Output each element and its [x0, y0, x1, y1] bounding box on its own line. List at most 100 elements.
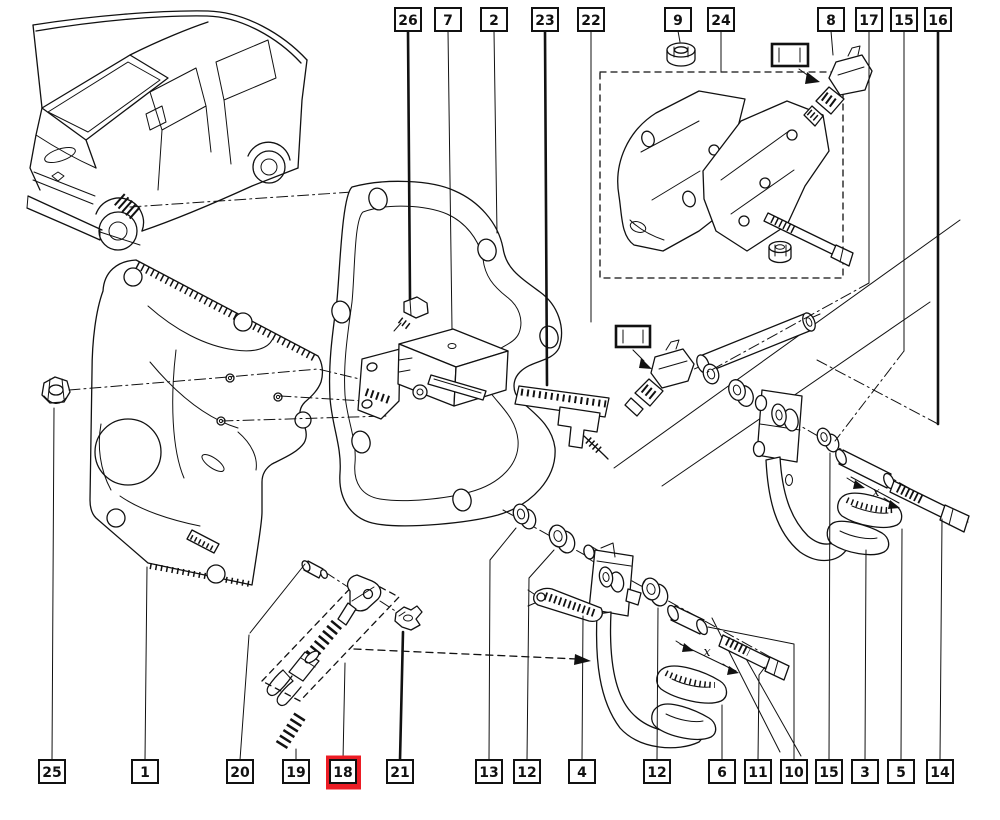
part-26-switch-sensor — [393, 296, 429, 332]
part-6-pedal-pads — [651, 665, 728, 741]
fitting-direction-annotation: x — [675, 640, 739, 675]
callout-top-22[interactable]: 22 — [577, 7, 605, 32]
callout-top-26[interactable]: 26 — [394, 7, 422, 32]
part-15-bushing — [816, 427, 840, 453]
part-25-flange-nut — [41, 376, 71, 404]
callout-label: 18 — [333, 765, 352, 781]
part-clutch-pedal-arm — [752, 389, 851, 562]
callout-label: 3 — [860, 765, 870, 781]
part-10-spacer — [667, 604, 708, 636]
clip-symbol-22 — [614, 324, 652, 349]
part-14-pivot-bolt — [889, 480, 970, 533]
callout-label: 26 — [398, 13, 417, 29]
x-marker: x — [872, 485, 880, 500]
part-3-pedal-pad — [826, 520, 890, 556]
part-1-bulkhead-plate — [89, 259, 324, 587]
callout-label: 21 — [390, 765, 409, 781]
callout-top-9[interactable]: 9 — [664, 7, 692, 32]
callout-label: 9 — [673, 13, 683, 29]
callout-label: 17 — [859, 13, 878, 29]
callout-label: 5 — [896, 765, 906, 781]
arrow-icon — [639, 358, 652, 369]
callout-bottom-13[interactable]: 13 — [475, 759, 503, 784]
callout-bottom-6[interactable]: 6 — [708, 759, 736, 784]
install-direction-leader — [353, 648, 578, 660]
callout-label: 6 — [717, 765, 727, 781]
callout-top-7[interactable]: 7 — [434, 7, 462, 32]
callout-bottom-5[interactable]: 5 — [887, 759, 915, 784]
part-17-washers — [702, 363, 754, 407]
callout-bottom-11[interactable]: 11 — [744, 759, 772, 784]
brake-pedal-assembly: x — [502, 503, 793, 749]
callout-label: 12 — [647, 765, 666, 781]
part-19-spring — [275, 712, 306, 750]
fitting-direction-annotation: x — [846, 476, 900, 509]
clutch-pedal-assembly: x — [691, 312, 970, 562]
part-4-brake-pedal — [527, 542, 704, 749]
callout-label: 11 — [748, 765, 767, 781]
arrow-icon — [682, 643, 694, 652]
callout-label: 4 — [577, 765, 587, 781]
part-9-flange-nut — [666, 42, 696, 67]
part-13-washer — [512, 503, 537, 530]
callout-bottom-1[interactable]: 1 — [131, 759, 159, 784]
part-18-pushrod — [266, 574, 382, 707]
callout-top-8[interactable]: 8 — [817, 7, 845, 32]
callout-bottom-14[interactable]: 14 — [926, 759, 954, 784]
pushrod-kit-assembly — [249, 560, 591, 750]
part-11-pivot-bolt — [718, 634, 790, 681]
callout-top-23[interactable]: 23 — [531, 7, 559, 32]
callout-top-2[interactable]: 2 — [480, 7, 508, 32]
callout-label: 7 — [443, 13, 453, 29]
callout-top-24[interactable]: 24 — [707, 7, 735, 32]
part-spacer-sleeve — [835, 448, 895, 490]
callout-bottom-12b[interactable]: 12 — [643, 759, 671, 784]
part-23-stop-bracket — [514, 385, 610, 460]
callout-top-15[interactable]: 15 — [890, 7, 918, 32]
part-7-pedal-bracket — [357, 328, 509, 420]
callout-bottom-12a[interactable]: 12 — [513, 759, 541, 784]
callout-label: 2 — [489, 13, 499, 29]
part-24-bracket-assembly — [599, 71, 854, 279]
callout-label: 25 — [42, 765, 61, 781]
callout-bottom-19[interactable]: 19 — [282, 759, 310, 784]
callout-label: 15 — [819, 765, 838, 781]
part-12-bushing-left — [548, 524, 576, 554]
callout-label: 12 — [517, 765, 536, 781]
kit-boundary — [261, 576, 400, 702]
callout-label: 15 — [894, 13, 913, 29]
callout-label: 24 — [711, 13, 731, 29]
callout-bottom-3[interactable]: 3 — [851, 759, 879, 784]
callout-bottom-20[interactable]: 20 — [226, 759, 254, 784]
x-marker: x — [703, 645, 711, 660]
callout-label: 1 — [140, 765, 150, 781]
callout-label: 16 — [928, 13, 947, 29]
callout-label: 10 — [784, 765, 804, 781]
arrow-icon — [888, 500, 900, 509]
van-illustration — [26, 10, 308, 251]
callout-bottom-15[interactable]: 15 — [815, 759, 843, 784]
callout-label: 19 — [286, 765, 305, 781]
callout-label: 8 — [826, 13, 836, 29]
callout-label: 22 — [581, 13, 600, 29]
part-12-bushing-right — [641, 577, 669, 607]
callout-top-16[interactable]: 16 — [924, 7, 952, 32]
nut-24 — [768, 240, 792, 264]
part-21-clip — [394, 605, 423, 631]
callout-top-17[interactable]: 17 — [855, 7, 883, 32]
callout-bottom-21[interactable]: 21 — [386, 759, 414, 784]
clip-symbol-8 — [770, 42, 810, 68]
arrow-icon — [853, 480, 865, 489]
arrow-icon — [727, 666, 739, 675]
callout-bottom-25[interactable]: 25 — [38, 759, 66, 784]
callout-label: 13 — [479, 765, 498, 781]
part-5-pedal-pad — [837, 492, 903, 529]
part-22-clutch-switch — [614, 324, 695, 417]
callout-bottom-18-highlighted[interactable]: 18 — [326, 755, 361, 790]
callout-label: 20 — [230, 765, 250, 781]
part-20-pin — [301, 560, 328, 579]
arrow-icon — [805, 72, 820, 84]
callout-bottom-4[interactable]: 4 — [568, 759, 596, 784]
callout-bottom-10[interactable]: 10 — [780, 759, 808, 784]
